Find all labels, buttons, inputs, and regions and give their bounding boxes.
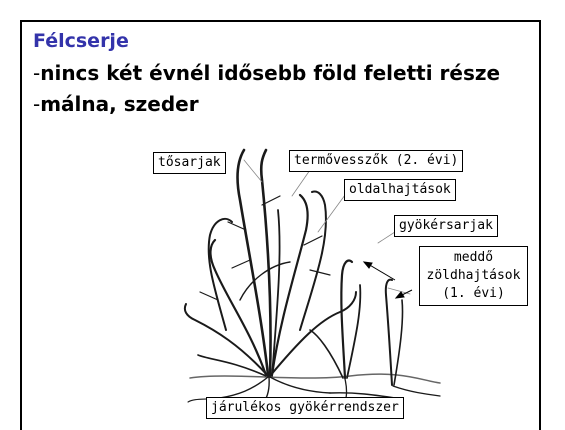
root-sucker: [309, 329, 344, 379]
bullet-text: nincs két évnél idősebb föld feletti rés…: [40, 61, 501, 85]
soil-line: [189, 373, 441, 384]
root: [392, 385, 441, 397]
cane: [269, 291, 357, 377]
cane: [209, 238, 268, 377]
label-termovesszok: termővesszők (2. évi): [289, 150, 464, 172]
label-oldalhajtasok: oldalhajtások: [344, 179, 456, 201]
arrow-head: [394, 291, 405, 299]
leader-line: [317, 194, 346, 233]
label-line: meddő: [453, 250, 494, 265]
side-shoot: [303, 235, 323, 246]
cane: [259, 148, 272, 377]
root-sucker: [346, 284, 362, 379]
root-sucker: [340, 259, 354, 380]
young-shoot: [393, 299, 404, 386]
bullet-item-2: -málna, szeder: [33, 92, 199, 116]
bullet-dash: -: [33, 92, 41, 116]
cane: [271, 209, 281, 377]
label-tosarjak: tősarjak: [153, 152, 226, 174]
root: [269, 376, 331, 394]
bullet-item-1: -nincs két évnél idősebb föld feletti ré…: [33, 61, 500, 85]
cane: [236, 148, 270, 377]
side-shoot: [231, 259, 251, 269]
leader-line: [291, 169, 311, 197]
label-gyokerrendszer: járulékos gyökérrendszer: [206, 397, 404, 419]
slide-frame: [20, 20, 541, 430]
side-shoot: [309, 269, 331, 276]
side-shoot: [227, 221, 247, 231]
cane: [299, 190, 327, 331]
cane: [207, 217, 233, 331]
label-meddo-zoldhajtasok: meddő zöldhajtások (1. évi): [419, 246, 528, 306]
label-line: zöldhajtások: [426, 268, 521, 283]
bullet-dash: -: [33, 61, 41, 85]
label-gyokersarjak: gyökérsarjak: [394, 215, 498, 237]
cane: [270, 193, 309, 377]
label-line: (1. évi): [442, 286, 505, 301]
side-shoot: [261, 195, 281, 206]
slide-title: Félcserje: [33, 30, 129, 52]
side-shoot: [199, 291, 219, 301]
cane: [239, 261, 291, 301]
cane: [197, 354, 267, 377]
root: [219, 376, 269, 399]
arrow-head: [362, 261, 373, 269]
cane: [183, 303, 269, 377]
leader-line: [243, 159, 263, 183]
arrow: [367, 263, 396, 281]
young-shoot: [384, 278, 393, 386]
bullet-text: málna, szeder: [40, 92, 199, 116]
